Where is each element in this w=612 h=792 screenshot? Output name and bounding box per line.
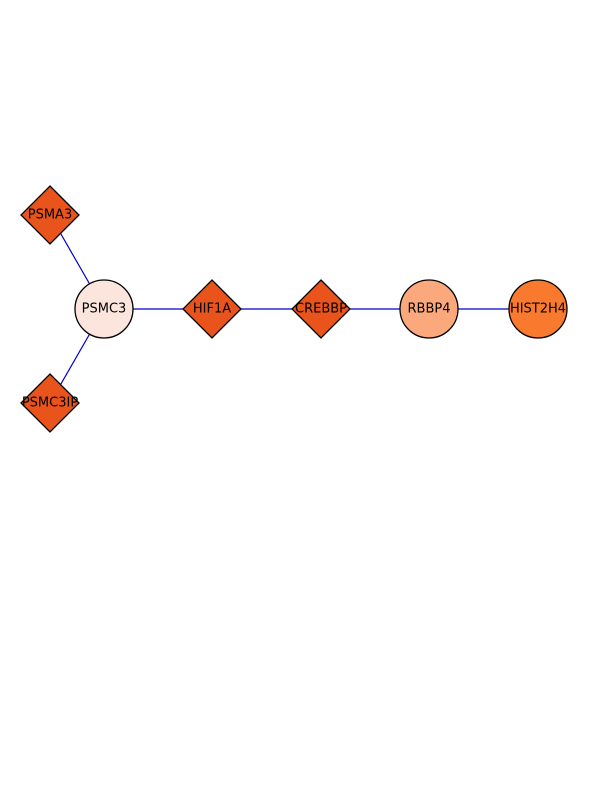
node-diamond-shape xyxy=(182,279,242,339)
node-rbbp4[interactable]: RBBP4 xyxy=(399,279,459,339)
node-diamond-shape xyxy=(20,185,80,245)
node-label: HIST2H4 xyxy=(510,302,566,317)
node-circle-shape xyxy=(399,279,459,339)
node-hist2h4[interactable]: HIST2H4 xyxy=(508,279,568,339)
node-psma3[interactable]: PSMA3 xyxy=(20,185,80,245)
node-circle-shape xyxy=(74,279,134,339)
node-diamond-shape xyxy=(20,373,80,433)
node-diamond-shape xyxy=(291,279,351,339)
node-hif1a[interactable]: HIF1A xyxy=(182,279,242,339)
node-crebbp[interactable]: CREBBP xyxy=(291,279,351,339)
node-circle-shape xyxy=(508,279,568,339)
node-label: RBBP4 xyxy=(408,302,451,317)
node-label: PSMC3IP xyxy=(22,396,78,411)
node-psmc3ip[interactable]: PSMC3IP xyxy=(20,373,80,433)
node-label: CREBBP xyxy=(295,302,347,317)
node-label: PSMC3 xyxy=(82,302,127,317)
node-label: PSMA3 xyxy=(28,208,72,223)
node-psmc3[interactable]: PSMC3 xyxy=(74,279,134,339)
node-label: HIF1A xyxy=(193,302,231,317)
